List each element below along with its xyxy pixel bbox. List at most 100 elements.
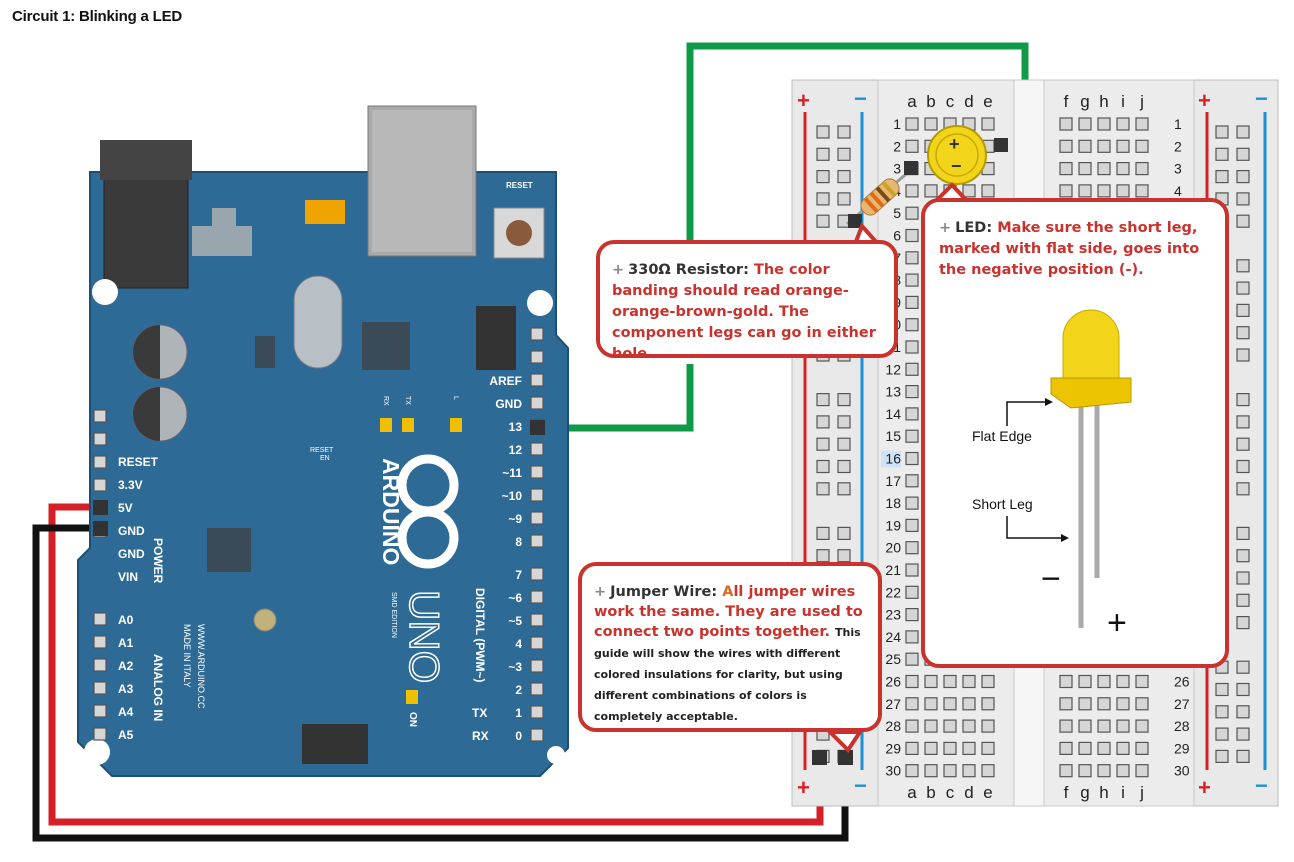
rail-hole xyxy=(837,415,851,429)
analog-pin xyxy=(93,704,107,718)
rail-hole xyxy=(816,549,830,563)
rail-hole xyxy=(816,437,830,451)
rail-hole xyxy=(816,526,830,541)
rail-hole xyxy=(837,549,851,563)
digital-pin xyxy=(530,442,544,456)
row-label: 2 xyxy=(1174,138,1182,154)
digital-pin xyxy=(530,327,544,341)
breadboard-hole xyxy=(1135,697,1149,711)
led-minus-sign: − xyxy=(1041,560,1061,598)
breadboard-hole xyxy=(905,385,919,399)
power-pin xyxy=(93,478,107,492)
breadboard-hole xyxy=(981,674,995,689)
row-label: 27 xyxy=(885,696,901,712)
brand-label: ARDUINO xyxy=(378,458,404,565)
column-label: h xyxy=(1099,92,1108,111)
digital-pin-label: ~11 xyxy=(502,466,522,480)
row-label: 14 xyxy=(885,406,901,422)
resistor-callout: +330Ω Resistor: The color banding should… xyxy=(596,240,898,362)
column-label: d xyxy=(964,92,973,111)
power-pin xyxy=(93,409,107,423)
rail-hole xyxy=(837,393,851,407)
rail-hole xyxy=(1215,705,1229,719)
analog-pin-label: A0 xyxy=(118,613,134,627)
row-label: 3 xyxy=(893,161,901,177)
breadboard-hole xyxy=(905,474,919,488)
power-pin-label: GND xyxy=(118,524,145,538)
digital-pin-label: ~9 xyxy=(508,512,522,526)
column-label: g xyxy=(1080,783,1089,802)
power-pin-label: GND xyxy=(118,547,145,561)
rail-hole xyxy=(816,147,830,161)
breadboard-hole xyxy=(1059,764,1073,778)
breadboard-hole xyxy=(962,674,976,689)
digital-pin-label: AREF xyxy=(489,374,522,388)
digital-pin xyxy=(530,396,544,410)
breadboard-hole xyxy=(1116,139,1130,153)
led-callout-body: Make sure the short leg, marked with fla… xyxy=(939,220,1200,278)
rail-hole xyxy=(816,192,830,206)
rail-hole xyxy=(837,482,851,496)
breadboard-hole xyxy=(1116,741,1130,756)
breadboard-hole xyxy=(943,741,957,756)
rail-hole xyxy=(1236,459,1250,474)
board-outline xyxy=(77,171,569,777)
rail-hole xyxy=(1215,147,1229,161)
breadboard-hole xyxy=(943,697,957,711)
breadboard-hole xyxy=(981,184,995,198)
tx-led-label: TX xyxy=(404,396,411,405)
breadboard-hole xyxy=(924,184,938,198)
analog-pin-label: A2 xyxy=(118,659,134,673)
made-in-label: MADE IN ITALY xyxy=(182,624,192,688)
rail-hole xyxy=(1236,749,1250,764)
breadboard-hole xyxy=(905,407,919,421)
row-label: 16 xyxy=(885,451,901,467)
breadboard-hole xyxy=(1097,674,1111,689)
breadboard-hole xyxy=(1097,162,1111,176)
power-group-label: POWER xyxy=(151,538,165,584)
breadboard-hole xyxy=(1135,719,1149,733)
led-top-view: + − xyxy=(927,125,1008,185)
column-label: i xyxy=(1121,783,1125,802)
row-label: 1 xyxy=(1174,116,1182,132)
digital-pin xyxy=(530,567,544,581)
rail-hole xyxy=(837,147,851,161)
digital-pin xyxy=(530,636,544,650)
breadboard-hole xyxy=(1116,117,1130,131)
breadboard-hole xyxy=(905,184,919,198)
led-callout: +LED: Make sure the short leg, marked wi… xyxy=(921,198,1229,668)
breadboard-hole xyxy=(905,429,919,443)
led-plus-sign: + xyxy=(1107,604,1127,642)
breadboard-hole xyxy=(981,117,995,131)
breadboard-hole xyxy=(981,719,995,733)
website-label: WWW.ARDUINO.CC xyxy=(196,624,206,709)
analog-pin xyxy=(93,681,107,695)
rail-hole xyxy=(837,125,851,139)
rail-hole xyxy=(1236,682,1250,697)
breadboard-hole xyxy=(1059,719,1073,733)
digital-pin xyxy=(530,705,544,719)
rail-hole xyxy=(816,125,830,139)
rail-hole xyxy=(1236,415,1250,429)
breadboard-hole xyxy=(1097,764,1111,778)
row-label: 28 xyxy=(885,718,901,734)
digital-pin-label: ~3 xyxy=(508,660,522,674)
rail-hole xyxy=(1236,437,1250,451)
breadboard-hole xyxy=(1078,697,1092,711)
breadboard-hole xyxy=(1135,184,1149,198)
wire-green xyxy=(538,364,694,432)
rail-hole xyxy=(1236,348,1250,362)
breadboard-hole xyxy=(905,719,919,733)
rail-hole xyxy=(1236,615,1250,630)
rail-hole xyxy=(1236,571,1250,585)
short-leg-label: Short Leg xyxy=(972,496,1033,512)
rail-hole xyxy=(816,459,830,474)
rail-hole xyxy=(1236,125,1250,139)
row-label: 18 xyxy=(885,495,901,511)
rail-hole xyxy=(1236,705,1250,719)
breadboard-hole xyxy=(905,251,919,265)
rail-hole xyxy=(1215,170,1229,184)
